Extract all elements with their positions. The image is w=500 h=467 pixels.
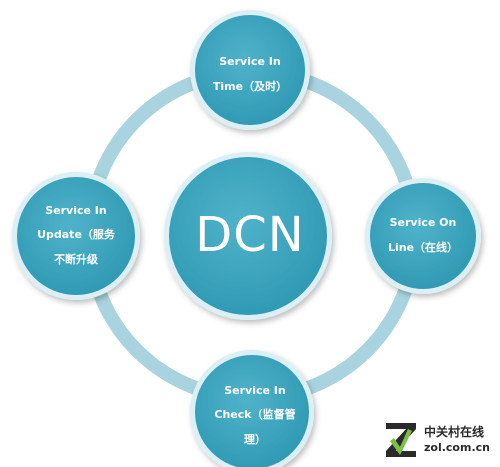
center-node bbox=[164, 152, 332, 320]
node-right bbox=[365, 178, 481, 294]
node-left bbox=[12, 172, 140, 300]
node-top bbox=[190, 10, 310, 130]
node-bottom bbox=[190, 350, 314, 467]
